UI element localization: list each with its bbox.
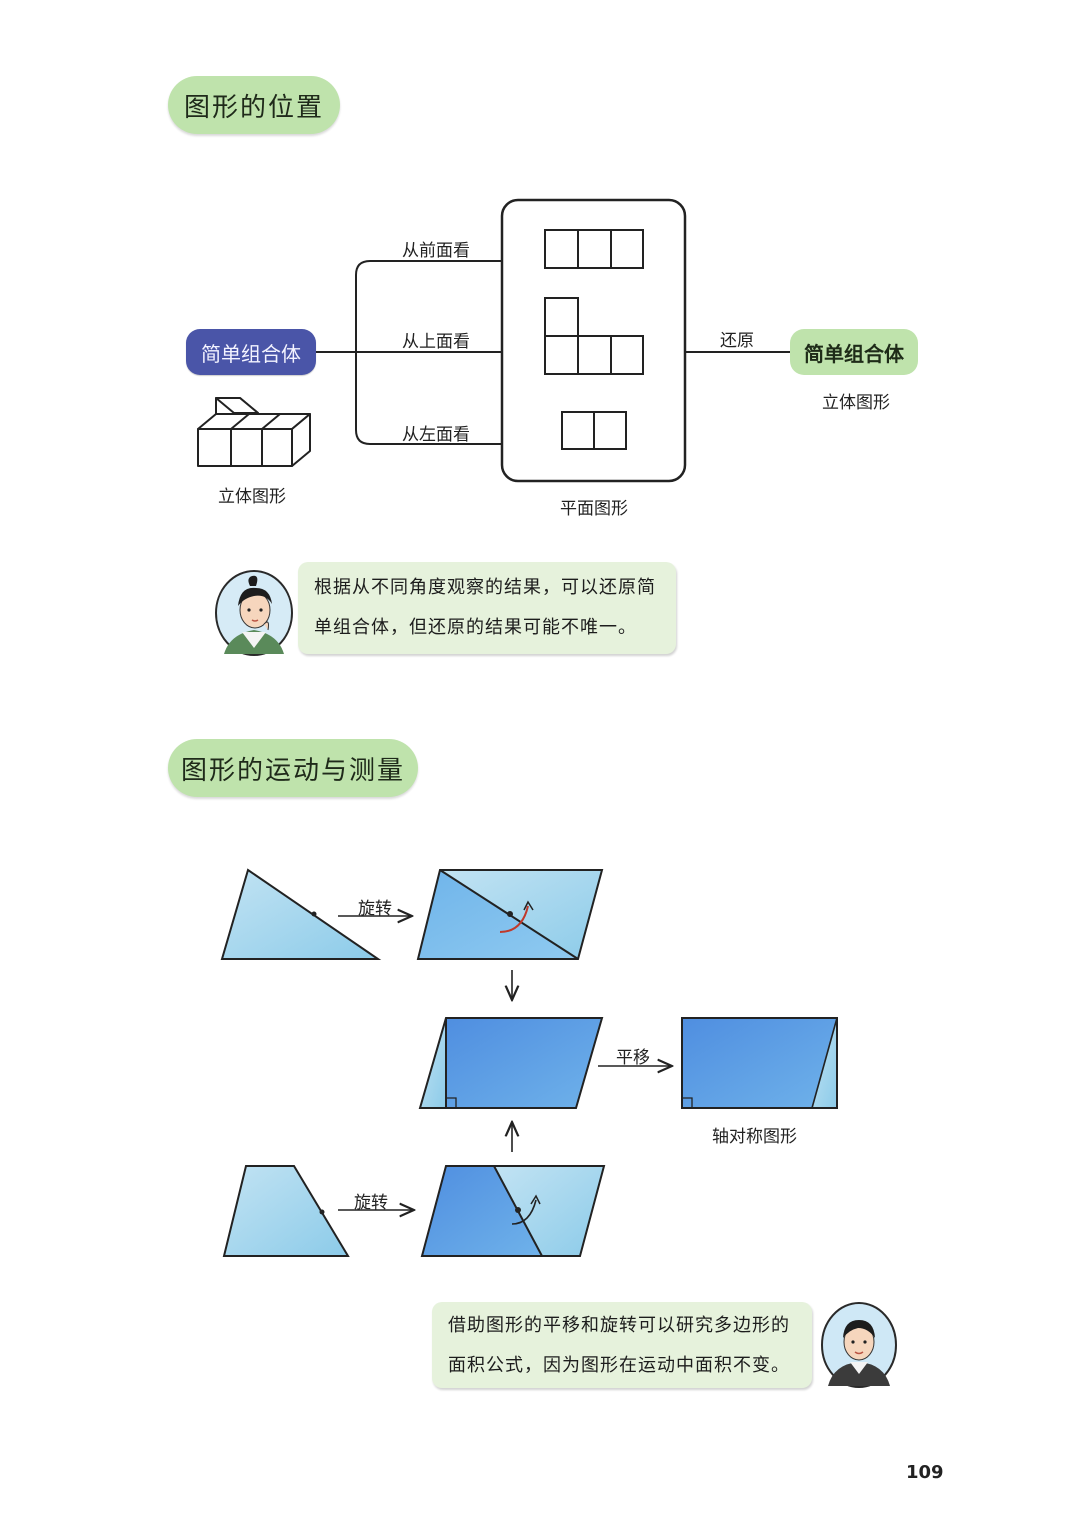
rotate-arrow-icon: [499, 905, 529, 933]
top-view-shape: [544, 297, 644, 375]
section-title-motion: 图形的运动与测量: [168, 739, 418, 797]
simple-solid-label: 简单组合体: [201, 341, 301, 366]
parallelogram-shape: [418, 1017, 604, 1109]
section-title-text: 图形的位置: [183, 92, 324, 123]
bubble-line: 借助图形的平移和旋转可以研究多边形的: [448, 1315, 790, 1336]
solid-caption: 立体图形: [218, 487, 286, 507]
bubble-line: 面积公式，因为图形在运动中面积不变。: [448, 1355, 790, 1376]
simple-solid-node: 简单组合体: [186, 329, 316, 375]
rectangle-caption: 轴对称图形: [712, 1127, 797, 1147]
translate-label: 平移: [616, 1048, 650, 1068]
front-view-shape: [544, 229, 644, 269]
section-title-text: 图形的运动与测量: [180, 755, 405, 786]
rotate-label-bottom: 旋转: [354, 1193, 388, 1213]
rectangle-shape: [681, 1017, 838, 1109]
page-number: 109: [906, 1462, 944, 1483]
girl-avatar-icon: [215, 570, 293, 656]
views-diagram: [197, 198, 790, 483]
left-view-shape: [561, 411, 627, 450]
trapezoid-shape: [222, 1165, 350, 1257]
result-solid-node: 简单组合体: [790, 329, 918, 375]
rotate-label-top: 旋转: [358, 899, 392, 919]
speech-bubble-motion: 借助图形的平移和旋转可以研究多边形的 面积公式，因为图形在运动中面积不变。: [432, 1302, 812, 1388]
bubble-line: 单组合体，但还原的结果可能不唯一。: [314, 617, 637, 638]
view-label-top: 从上面看: [402, 332, 470, 352]
result-caption: 立体图形: [822, 393, 890, 413]
view-label-left: 从左面看: [402, 425, 470, 445]
parallelogram-from-trapezoids: [420, 1165, 606, 1257]
view-label-front: 从前面看: [402, 241, 470, 261]
speech-bubble-position: 根据从不同角度观察的结果，可以还原简 单组合体，但还原的结果可能不唯一。: [298, 562, 676, 654]
right-angle-mark-icon: [446, 1097, 457, 1108]
bubble-line: 根据从不同角度观察的结果，可以还原简: [314, 577, 656, 598]
motion-diagram: [220, 868, 838, 1257]
result-solid-label: 简单组合体: [804, 341, 904, 366]
cube-stack-icon: [197, 397, 311, 467]
section-title-position: 图形的位置: [168, 76, 340, 134]
restore-label: 还原: [720, 331, 754, 351]
boy-avatar-icon: [821, 1302, 897, 1388]
triangle-shape: [220, 868, 382, 960]
plane-caption: 平面图形: [560, 499, 628, 519]
